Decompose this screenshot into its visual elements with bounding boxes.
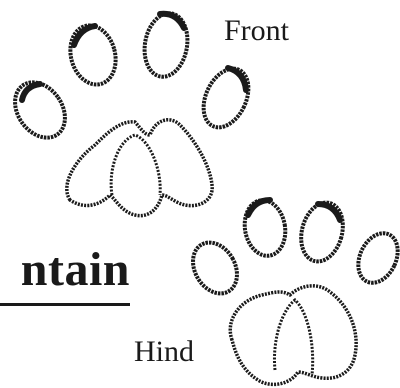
hind-label: Hind xyxy=(134,337,194,367)
hind-paw-print-icon xyxy=(184,197,400,384)
front-toe-3 xyxy=(140,10,192,80)
front-main-pad xyxy=(67,120,212,216)
hind-main-pad xyxy=(230,286,356,385)
hind-toe-3 xyxy=(295,198,349,266)
hind-toe-2 xyxy=(240,197,289,259)
title-fragment: ntain xyxy=(21,246,130,294)
front-toe-4 xyxy=(195,61,257,134)
front-toe-2 xyxy=(64,20,122,89)
front-label: Front xyxy=(224,16,289,46)
title-underline xyxy=(0,303,130,306)
hind-toe-4 xyxy=(351,227,400,289)
front-paw-print-icon xyxy=(5,10,257,216)
hind-toe-1 xyxy=(184,235,246,302)
